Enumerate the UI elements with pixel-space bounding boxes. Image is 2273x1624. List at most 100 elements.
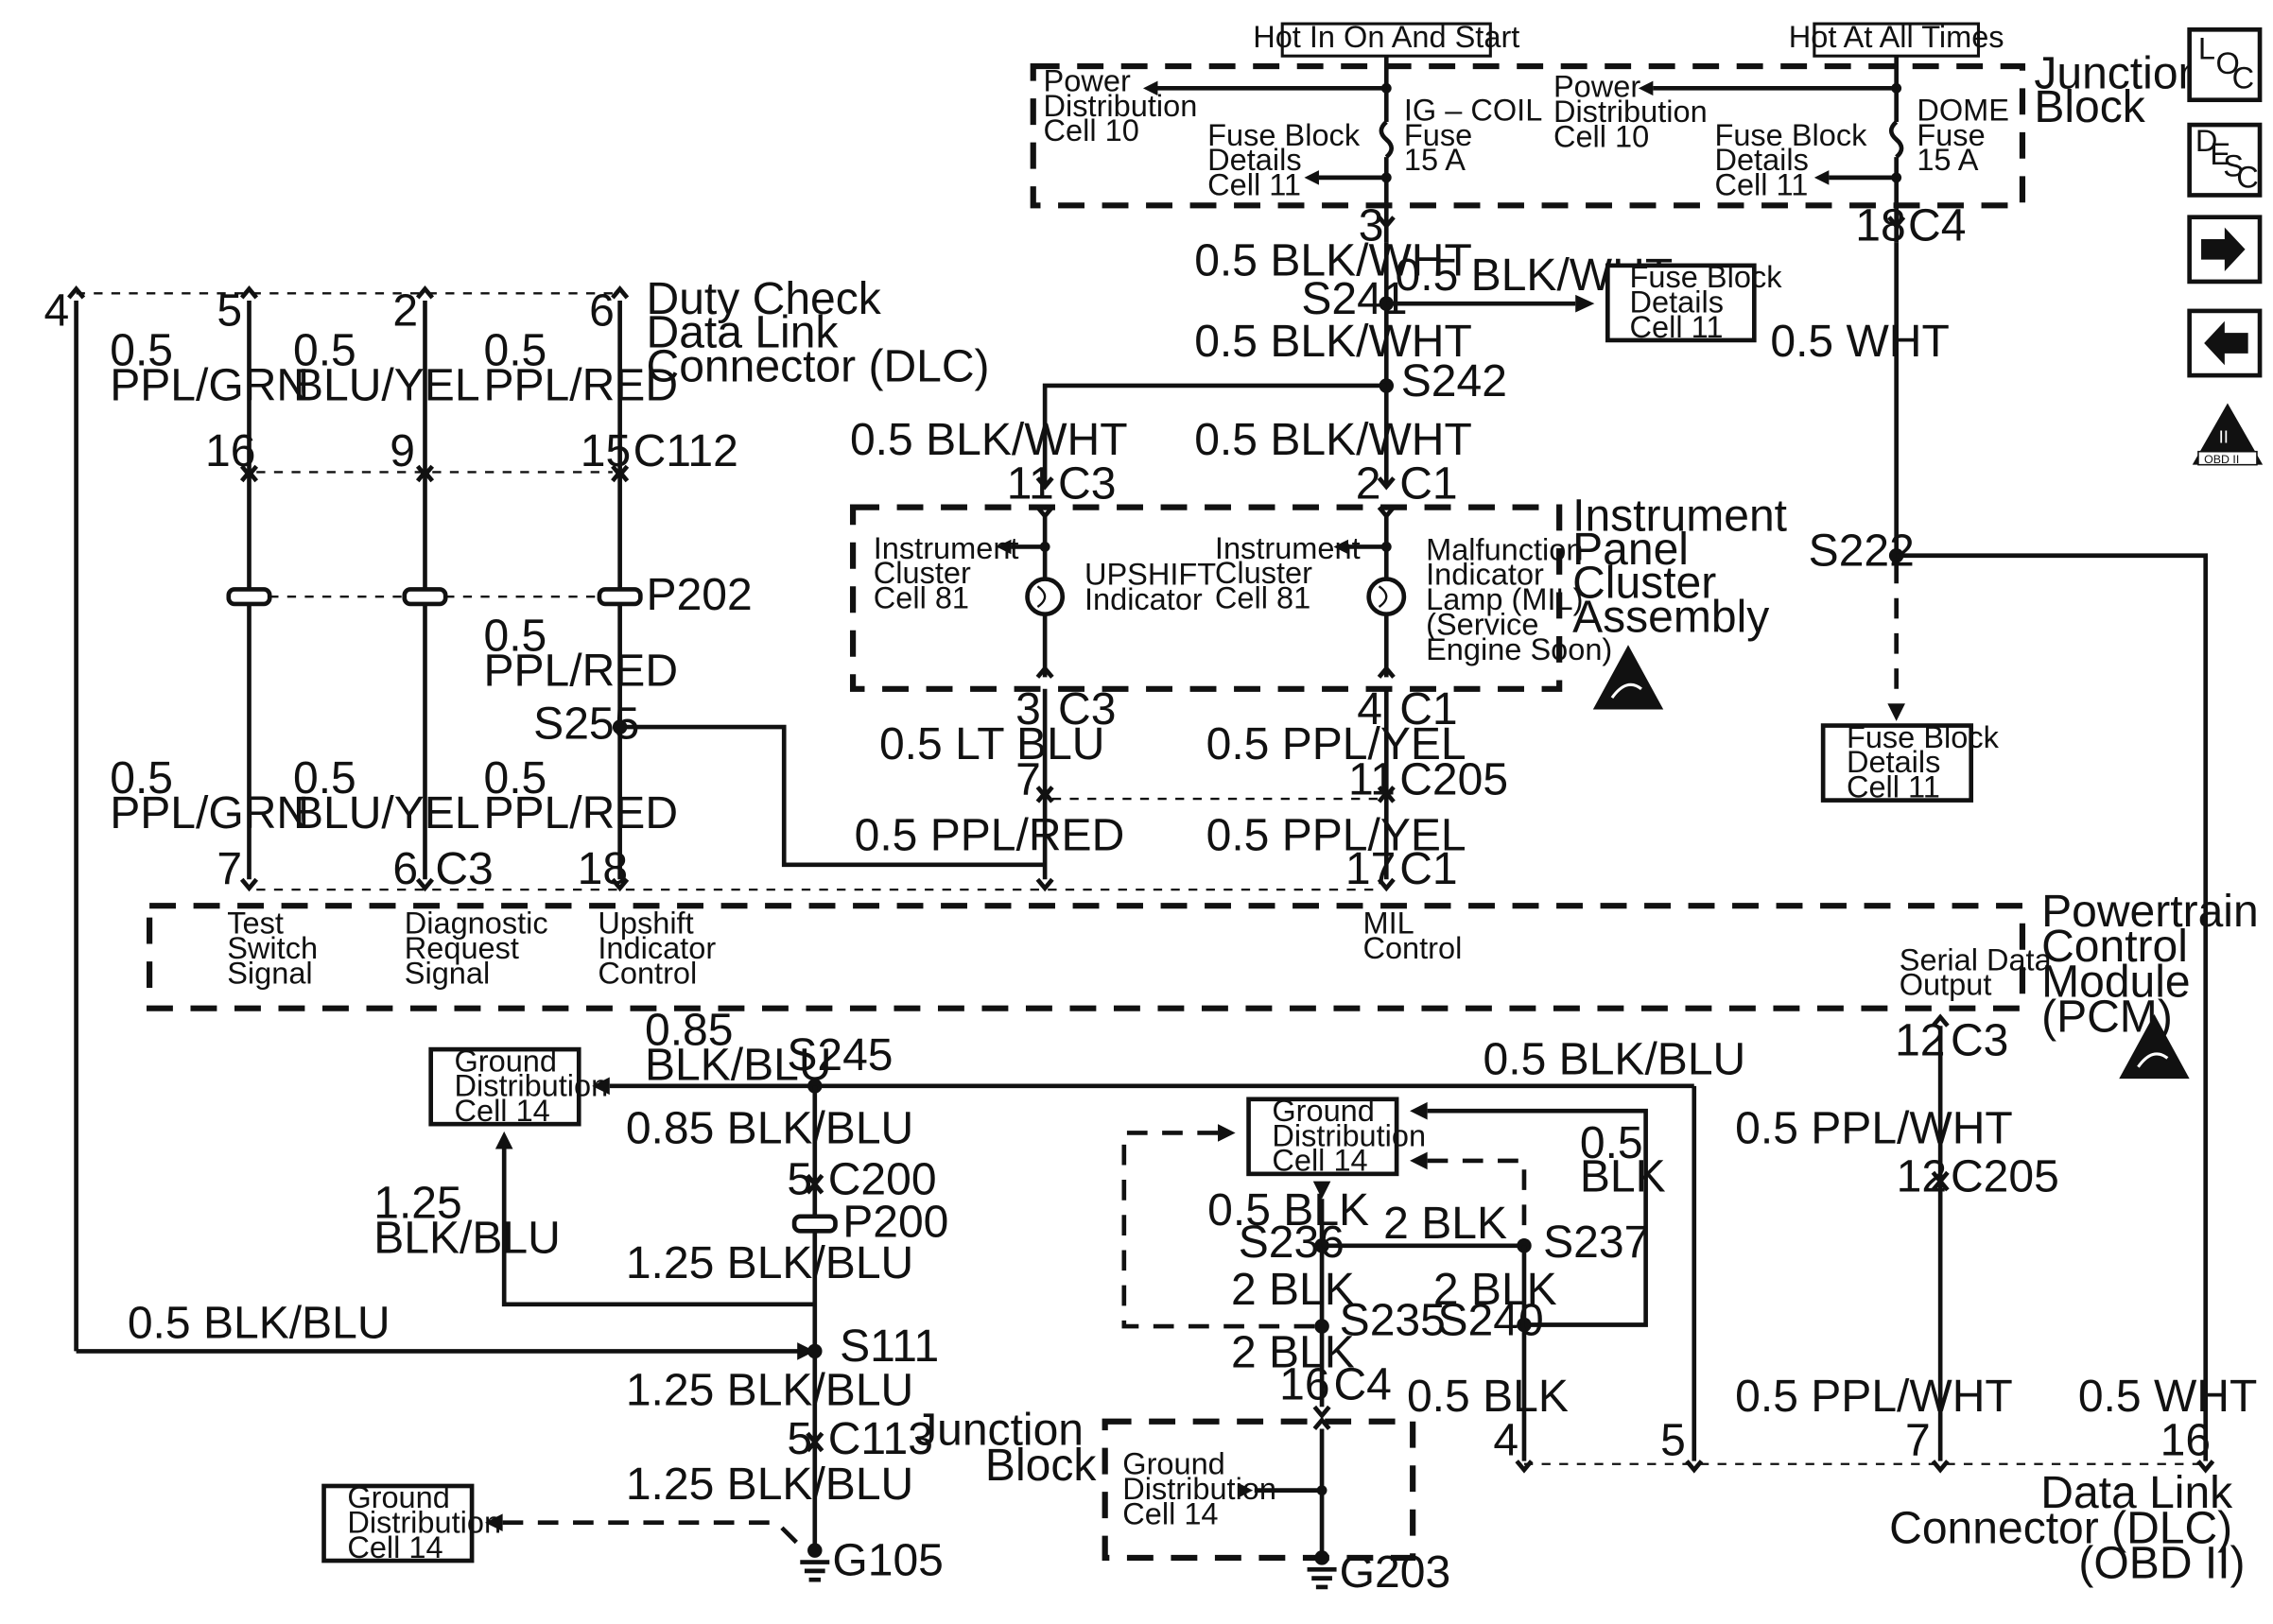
ground-dist-4: Ground Distribution Cell 14 [1122, 1447, 1285, 1531]
p202-pin-c [597, 587, 643, 607]
fbd-c: Fuse Block Details Cell 11 [1630, 260, 1791, 344]
svg-text:3: 3 [1015, 684, 1041, 734]
wire-ppl-red-b: 0.5 PPL/RED [483, 612, 678, 697]
fbd-a: Fuse Block Details Cell 11 [1207, 118, 1368, 202]
svg-text:G203: G203 [1340, 1547, 1451, 1598]
ground-dist-3: Ground Distribution Cell 14 [1272, 1094, 1434, 1178]
wire-ppl-yel-1: 0.5 PPL/YEL [1206, 719, 1466, 769]
hot-all-times-label: Hot At All Times [1789, 20, 2004, 54]
svg-text:D: D [2195, 124, 2218, 158]
svg-text:9: 9 [390, 426, 415, 476]
wire-blk-blu-085-b: 0.85 BLK/BLU [626, 1103, 913, 1153]
svg-text:S235: S235 [1340, 1295, 1446, 1345]
wire-blk-blu-125-b: 1.25 BLK/BLU [626, 1238, 913, 1288]
wire-ppl-red-h: 0.5 PPL/RED [855, 810, 1125, 860]
ground-dist-1-box [428, 1046, 581, 1127]
svg-text:16: 16 [1279, 1360, 1329, 1410]
svg-text:II: II [2219, 426, 2229, 446]
wire-blu-yel-b: 0.5 BLU/YEL [293, 753, 480, 838]
power-dist-b: Power Distribution Cell 10 [1553, 70, 1716, 154]
power-dist-a: Power Distribution Cell 10 [1044, 63, 1206, 147]
wire-blk-2-d: 2 BLK [1231, 1327, 1355, 1377]
svg-text:2: 2 [392, 285, 418, 336]
ground-g203-icon [1307, 1567, 1337, 1590]
svg-text:7: 7 [217, 844, 242, 894]
svg-text:S236: S236 [1239, 1218, 1345, 1268]
pcm-box [146, 903, 2026, 1011]
svg-text:S240: S240 [1438, 1295, 1544, 1345]
location-icon[interactable]: L O C [2187, 26, 2263, 103]
pcm-upshift-control: Upshift Indicator Control [598, 907, 724, 991]
svg-text:S245: S245 [787, 1030, 893, 1080]
svg-text:C: C [2236, 161, 2259, 195]
wire-lt-blu: 0.5 LT BLU [879, 719, 1105, 769]
svg-text:6: 6 [589, 285, 615, 336]
wire-blk-2-a: 2 BLK [1383, 1199, 1507, 1249]
svg-text:7: 7 [1015, 754, 1041, 804]
wire-ppl-grn-a: 0.5 PPL/GRN [110, 325, 309, 410]
svg-text:C112: C112 [633, 426, 738, 476]
next-arrow-icon[interactable] [2187, 215, 2263, 285]
p202-pin-a [226, 587, 272, 607]
prev-arrow-icon[interactable] [2187, 308, 2263, 378]
svg-text:S237: S237 [1543, 1218, 1649, 1268]
svg-text:7: 7 [1905, 1415, 1931, 1465]
junction-block-bottom [1102, 1418, 1416, 1562]
hot-run-start-label: Hot In On And Start [1253, 20, 1519, 54]
fbd-d: Fuse Block Details Cell 11 [1847, 720, 2007, 804]
ground-dist-3-box [1246, 1097, 1399, 1177]
splice-s255 [612, 719, 628, 734]
fbd-b: Fuse Block Details Cell 11 [1714, 118, 1875, 202]
wire-blk-wht-1: 0.5 BLK/WHT [1194, 236, 1472, 286]
wire-blk-blu-125: 1.25 BLK/BLU [373, 1178, 561, 1263]
fbd-d-box [1820, 723, 1974, 803]
ipc-title: Instrument Panel Cluster Assembly [1572, 491, 1799, 642]
wire-blk-blu-125-c: 1.25 BLK/BLU [626, 1366, 913, 1416]
junction-block-top-label: Junction Block [2034, 48, 2215, 132]
svg-text:C205: C205 [1399, 754, 1508, 804]
dome-fuse [1888, 120, 1904, 159]
junction-block-top [1030, 62, 2026, 209]
p200-pin [791, 1214, 838, 1234]
splice-s111 [807, 1343, 823, 1359]
wire-ppl-wht-2: 0.5 PPL/WHT [1735, 1372, 2013, 1422]
svg-text:E: E [2210, 137, 2230, 171]
svg-text:5: 5 [217, 285, 242, 336]
pcm-title: Powertrain Control Module (PCM) [2041, 887, 2271, 1043]
ig-coil-fuse-label: IG – COIL Fuse 15 A [1404, 93, 1551, 177]
instrument-panel-cluster [849, 504, 1563, 692]
wire-blk-blu-05-r: 0.5 BLK/BLU [1484, 1034, 1746, 1084]
wire-wht-1: 0.5 WHT [1770, 317, 1949, 367]
obd-ii-icon[interactable]: II OBD II [2192, 403, 2264, 467]
wire-blk-wht-4: 0.5 BLK/WHT [850, 415, 1128, 465]
ground-dist-1: Ground Distribution Cell 14 [454, 1044, 616, 1128]
wire-ppl-red-c: 0.5 PPL/RED [483, 753, 678, 838]
wire-blu-yel-a: 0.5 BLU/YEL [293, 325, 480, 410]
svg-text:L: L [2198, 31, 2215, 65]
svg-text:C1: C1 [1399, 844, 1457, 894]
wire-ppl-yel-2: 0.5 PPL/YEL [1206, 810, 1466, 860]
svg-text:C3: C3 [1951, 1015, 2008, 1065]
svg-text:C4: C4 [1908, 201, 1966, 251]
ipc-left-ref: Instrument Cluster Cell 81 [874, 531, 1028, 615]
wire-blk-2-b: 2 BLK [1231, 1265, 1355, 1315]
svg-text:C1: C1 [1399, 458, 1457, 509]
splice-s240 [1517, 1317, 1532, 1333]
wire-blk-wht-3: 0.5 BLK/WHT [1194, 317, 1472, 367]
svg-text:5: 5 [1660, 1415, 1686, 1465]
svg-text:S241: S241 [1301, 274, 1407, 324]
wht-to-dlc-16 [1896, 553, 2209, 1461]
pcm-diagnostic-request: Diagnostic Request Signal [405, 907, 557, 991]
pcm-serial-data: Serial Data Output [1900, 942, 2060, 1001]
ground-g105-icon [800, 1560, 830, 1582]
upshift-indicator-label: UPSHIFT Indicator [1084, 558, 1224, 616]
description-icon[interactable]: D E S C [2187, 122, 2263, 198]
wire-blk-blu-125-d: 1.25 BLK/BLU [626, 1460, 913, 1510]
svg-text:C113: C113 [828, 1414, 933, 1464]
wire-blk-2-c: 2 BLK [1433, 1265, 1557, 1315]
svg-text:O: O [2216, 46, 2240, 80]
svg-text:16: 16 [205, 426, 255, 476]
svg-text:S222: S222 [1809, 527, 1915, 577]
ground-dist-2-box [321, 1483, 475, 1564]
ground-dist-2: Ground Distribution Cell 14 [347, 1480, 510, 1564]
